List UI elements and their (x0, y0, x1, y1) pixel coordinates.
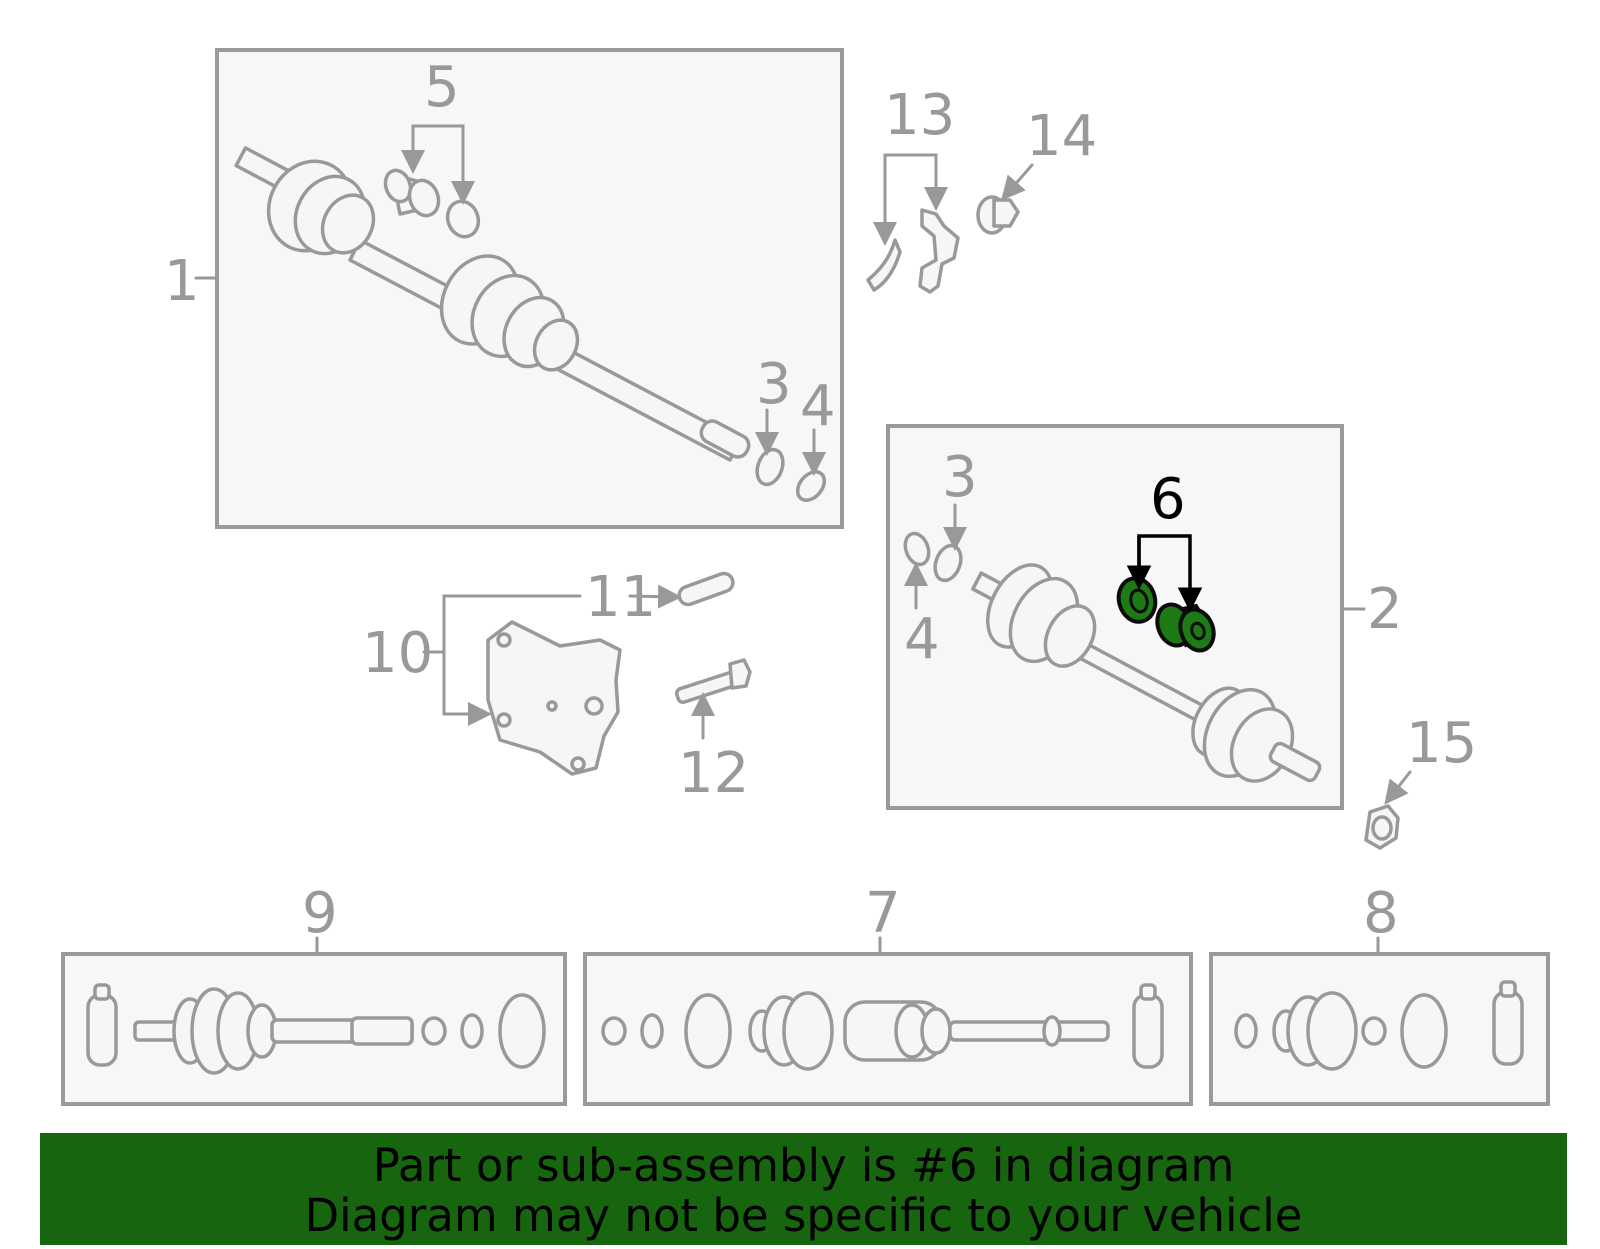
axle-shaft-2-icon (971, 563, 1322, 783)
callout-8: 8 (1363, 881, 1399, 946)
highlighted-part-6-icon (1116, 576, 1216, 653)
callout-6: 6 (1150, 467, 1186, 532)
callout-3b: 3 (942, 445, 978, 510)
bolt-12-icon (674, 658, 752, 740)
footer-line-1: Part or sub-assembly is #6 in diagram (372, 1139, 1235, 1192)
bushing-5-icon (383, 168, 481, 239)
callout-9: 9 (302, 881, 338, 946)
pin-11-icon (628, 571, 735, 609)
nut-15-icon (1364, 770, 1412, 850)
assembly-9-box (61, 936, 567, 1106)
assembly-7-box (583, 936, 1193, 1106)
callout-13: 13 (884, 83, 955, 148)
callout-4b: 4 (904, 607, 940, 672)
callout-2: 2 (1367, 577, 1403, 642)
kit-7-parts-icon (601, 983, 1164, 1071)
callout-15: 15 (1406, 711, 1477, 776)
assembly-2-box (886, 424, 1366, 810)
assembly-1-box (194, 48, 844, 529)
callout-11: 11 (585, 565, 656, 630)
callout-3a: 3 (756, 352, 792, 417)
nut-14-icon (976, 163, 1034, 235)
callout-10: 10 (362, 621, 433, 686)
footer-banner: Part or sub-assembly is #6 in diagram Di… (40, 1133, 1567, 1245)
callout-12: 12 (678, 741, 749, 806)
bracket-13-icon (866, 153, 960, 294)
kit-8-parts-icon (1234, 980, 1524, 1071)
bracket-10-icon (422, 594, 622, 776)
callout-14: 14 (1026, 104, 1097, 169)
callout-4a: 4 (800, 374, 836, 439)
callout-5: 5 (424, 55, 460, 120)
axle-shaft-1-icon (234, 146, 751, 462)
kit-9-parts-icon (86, 983, 546, 1075)
footer-line-2: Diagram may not be specific to your vehi… (304, 1189, 1303, 1242)
callout-7: 7 (865, 881, 901, 946)
callout-1: 1 (164, 249, 200, 314)
assembly-8-box (1209, 936, 1550, 1106)
